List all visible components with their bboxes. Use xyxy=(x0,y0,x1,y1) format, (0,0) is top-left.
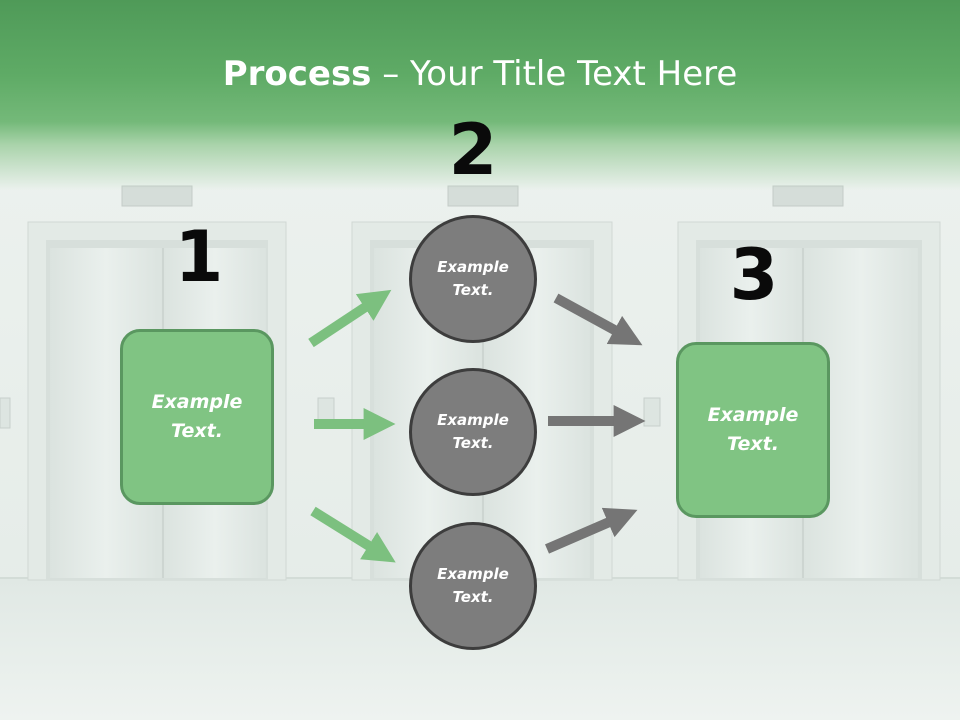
step-3-line2: Text. xyxy=(727,433,779,455)
arrow-left-to-bottom xyxy=(310,506,396,563)
circle-middle-line2: Text. xyxy=(452,434,494,452)
circle-top-line1: Example xyxy=(437,258,509,276)
step-number-1: 1 xyxy=(174,216,224,298)
circle-middle-line1: Example xyxy=(437,411,509,429)
step-1-line1: Example xyxy=(151,391,243,413)
circle-bottom-line2: Text. xyxy=(452,588,494,606)
arrow-left-to-top xyxy=(308,289,392,348)
step-number-3: 3 xyxy=(729,234,779,316)
arrow-bottom-to-right xyxy=(545,507,638,554)
title-bold: Process xyxy=(222,54,372,94)
step-3-line1: Example xyxy=(707,404,799,426)
circle-bottom-line1: Example xyxy=(437,565,509,583)
arrow-top-to-right xyxy=(553,293,643,346)
step-1-line2: Text. xyxy=(171,420,223,442)
circle-top-line2: Text. xyxy=(452,281,494,299)
title-band xyxy=(0,0,960,190)
call-button-panel xyxy=(0,397,11,429)
slide-title: Process – Your Title Text Here xyxy=(0,50,960,98)
step-number-2: 2 xyxy=(448,109,498,191)
title-rest: – Your Title Text Here xyxy=(371,54,738,94)
